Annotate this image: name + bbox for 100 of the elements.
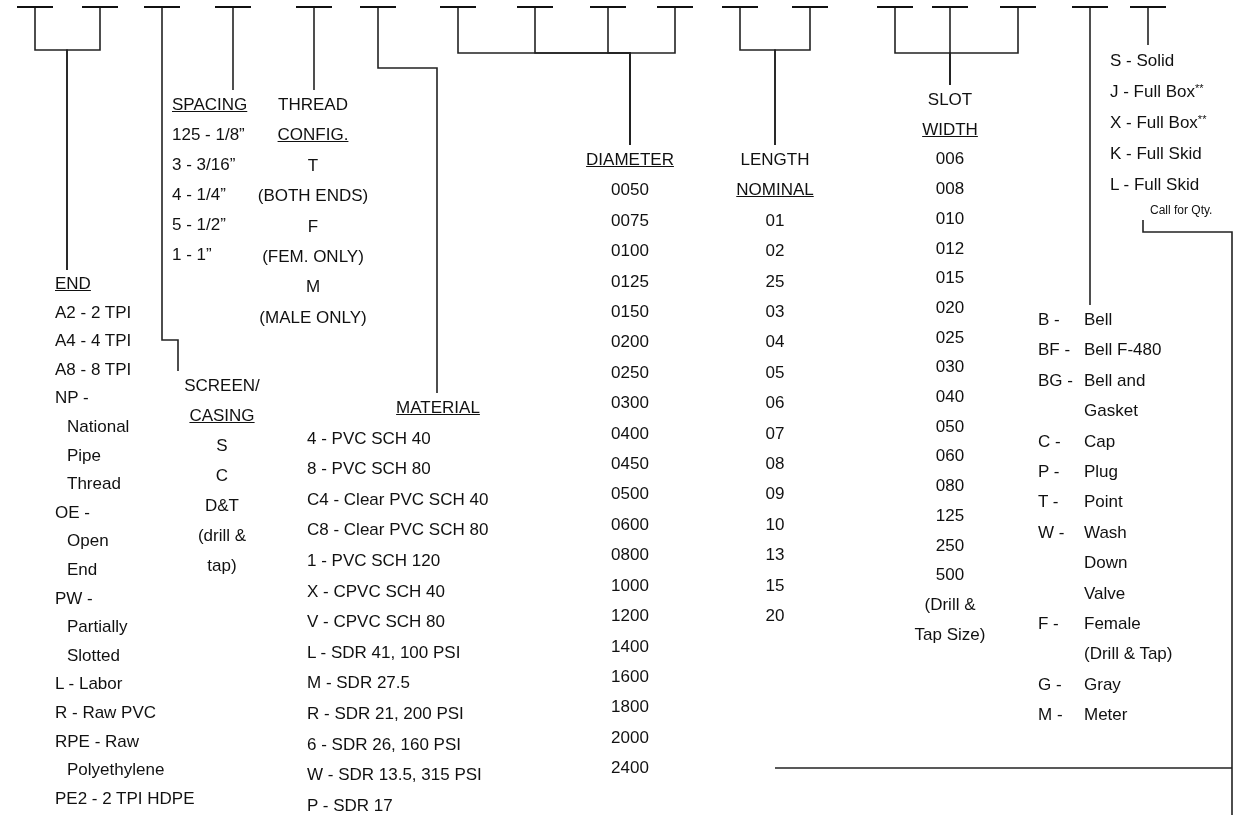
code-option: 5 - 1/2” [172,210,252,240]
code-option: PE2 - 2 TPI HDPE [55,784,215,814]
code-option: 01 [725,205,825,237]
column-heading: DIAMETER [585,149,675,171]
code-option: A2 - 2 TPI [55,298,215,328]
code-option: 05 [725,357,825,389]
code-option: 0075 [580,205,680,237]
column-heading: SLOT WIDTH [921,89,979,141]
code-option: R - Raw PVC [55,698,215,728]
leader-line [629,7,676,146]
leader-line [949,7,1019,86]
code-option: (BOTH ENDS) [253,181,373,212]
code-option: 250 [905,530,995,561]
code-option: 040 [905,382,995,412]
code-option: BF - Bell F-480 [1038,335,1218,366]
code-option: R - SDR 21, 200 PSI [307,698,569,730]
code-option: (drill & tap) [187,521,257,581]
code-option: C - Cap [1038,426,1218,458]
code-option: 015 [905,263,995,293]
code-option: 080 [905,471,995,501]
code-option: C [175,461,269,491]
code-option: S [175,431,269,461]
code-option: 08 [725,449,825,480]
code-option: 4 - PVC SCH 40 [307,423,569,455]
note-text: Call for Qty. [1149,202,1214,219]
code-option: 3 - 3/16” [172,150,252,180]
code-option: M [253,272,373,303]
code-option: 25 [725,266,825,298]
code-option: M - SDR 27.5 [307,668,569,699]
leader-line [1147,7,1149,46]
code-option: 012 [905,233,995,264]
leader-line [774,7,811,146]
code-option: 1400 [580,631,680,662]
code-option: W - SDR 13.5, 315 PSI [307,760,569,791]
code-option: 006 [905,144,995,175]
code-option: X - Full Box$^{**}$ [1110,107,1250,138]
code-option: X - CPVC SCH 40 [307,576,569,608]
code-option: F [253,211,373,243]
code-option: (Drill & Tap Size) [910,589,990,650]
code-option: NP - National Pipe Thread [55,384,135,499]
code-option: T [253,150,373,182]
code-option: 1000 [580,570,680,602]
code-option: BG - Bell and Gasket [1038,365,1218,427]
code-option: 03 [725,297,825,328]
code-option: (FEM. ONLY) [253,242,373,273]
code-option: 2000 [580,722,680,754]
leader-line [66,7,101,271]
code-option: 0800 [580,540,680,571]
code-option: 025 [905,322,995,353]
code-option: 8 - PVC SCH 80 [307,454,569,485]
code-option: 13 [725,540,825,571]
column-heading: MATERIAL [395,397,481,419]
code-option: 030 [905,352,995,383]
code-option: D&T [175,491,269,521]
code-option: 1600 [580,661,680,693]
code-option: 050 [905,411,995,442]
code-option: J - Full Box$^{**}$ [1110,76,1250,107]
code-option: (MALE ONLY) [253,302,373,334]
column-heading: SCREEN/ CASING [183,375,261,427]
code-option: 500 [905,560,995,590]
code-option: W - Wash Down Valve [1038,517,1218,610]
leader-line [161,7,179,372]
code-option: L - SDR 41, 100 PSI [307,637,569,669]
leader-line [232,7,234,91]
code-option: B - Bell [1038,305,1218,336]
code-option: K - Full Skid [1110,138,1250,169]
code-option: A4 - 4 TPI [55,327,215,356]
column-heading: END [55,273,92,295]
code-option: 125 [905,500,995,531]
code-option: P - SDR 17 [307,790,569,821]
code-option: 0125 [580,266,680,298]
code-option: C4 - Clear PVC SCH 40 [307,484,569,516]
code-option: 20 [725,601,825,632]
code-option: 07 [725,418,825,450]
code-option: 1800 [580,692,680,723]
code-option: 2400 [580,753,680,784]
leader-line [1089,7,1091,306]
code-option: 0200 [580,327,680,358]
code-option: 02 [725,236,825,267]
code-option: 1 - PVC SCH 120 [307,545,569,577]
code-option: 0450 [580,449,680,480]
code-option: RPE - Raw Polyethylene [55,727,167,785]
code-option: 09 [725,479,825,510]
code-option: L - Full Skid [1110,169,1250,200]
code-option: 1200 [580,601,680,632]
code-option: 0600 [580,509,680,541]
code-option: 06 [725,388,825,419]
code-option: 0400 [580,418,680,450]
leader-line [377,7,438,394]
code-option: PW - Partially Slotted [55,584,135,671]
code-option: 0300 [580,388,680,419]
code-option: 0250 [580,357,680,389]
code-option: 008 [905,174,995,204]
column-heading: SPACING [172,94,249,116]
code-option: G - Gray [1038,669,1218,701]
code-option: 0150 [580,297,680,328]
code-option: 125 - 1/8” [172,120,252,150]
code-option: 4 - 1/4” [172,180,252,210]
code-option: 04 [725,327,825,358]
code-option: 15 [725,570,825,602]
